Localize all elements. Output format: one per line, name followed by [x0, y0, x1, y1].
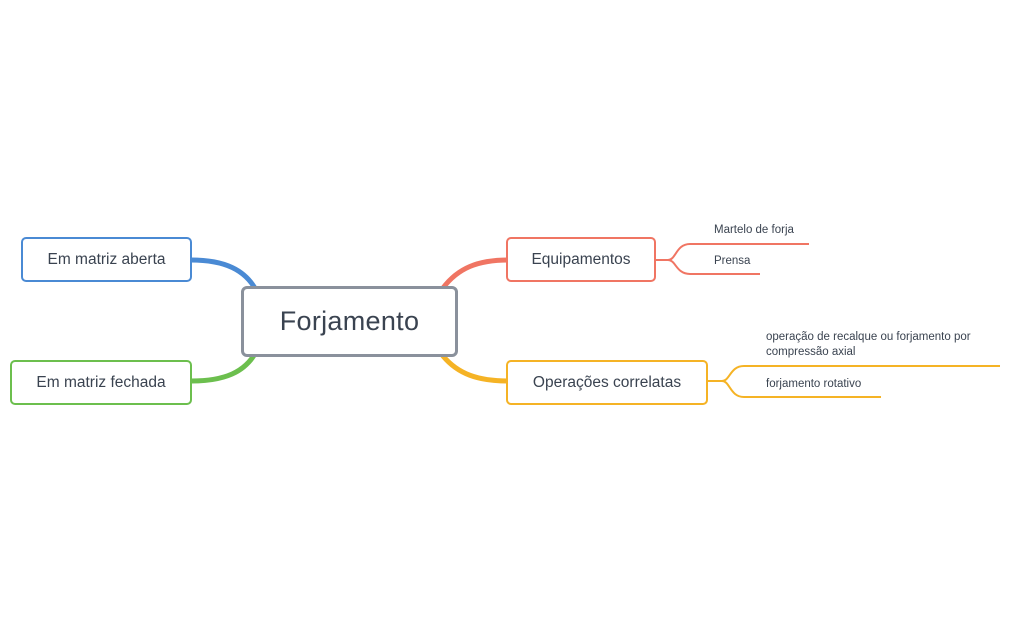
connector-equipamentos — [440, 257, 511, 291]
topic-equipamentos[interactable]: Equipamentos — [506, 237, 656, 282]
connector-operacoes-correlatas — [440, 353, 511, 384]
topic-label: Equipamentos — [531, 250, 631, 268]
subtopic-label-line-1: operação de recalque ou forjamento por — [766, 331, 971, 343]
subtopic-operacao-de-recalque[interactable]: operação de recalque ou forjamento por c… — [766, 330, 971, 360]
connector-em-matriz-aberta — [188, 257, 259, 293]
subtopic-forjamento-rotativo[interactable]: forjamento rotativo — [766, 377, 861, 392]
subtopic-label: Martelo de forja — [714, 224, 794, 236]
connector-forjamento-rotativo — [721, 380, 881, 398]
topic-label: Em matriz aberta — [47, 250, 166, 268]
topic-operacoes-correlatas[interactable]: Operações correlatas — [506, 360, 708, 405]
connector-em-matriz-fechada — [188, 349, 259, 384]
topic-label: Operações correlatas — [532, 373, 682, 391]
topic-em-matriz-fechada[interactable]: Em matriz fechada — [10, 360, 192, 405]
connector-prensa — [667, 259, 760, 275]
central-topic-label: Forjamento — [279, 306, 420, 336]
subtopic-label-line-2: compressão axial — [766, 346, 856, 358]
central-topic-node[interactable]: Forjamento — [241, 286, 458, 357]
subtopic-label: Prensa — [714, 255, 751, 267]
subtopic-prensa[interactable]: Prensa — [714, 254, 750, 269]
subtopic-martelo-de-forja[interactable]: Martelo de forja — [714, 223, 794, 238]
subtopic-label: forjamento rotativo — [766, 378, 862, 390]
topic-label: Em matriz fechada — [36, 373, 166, 391]
topic-em-matriz-aberta[interactable]: Em matriz aberta — [21, 237, 192, 282]
